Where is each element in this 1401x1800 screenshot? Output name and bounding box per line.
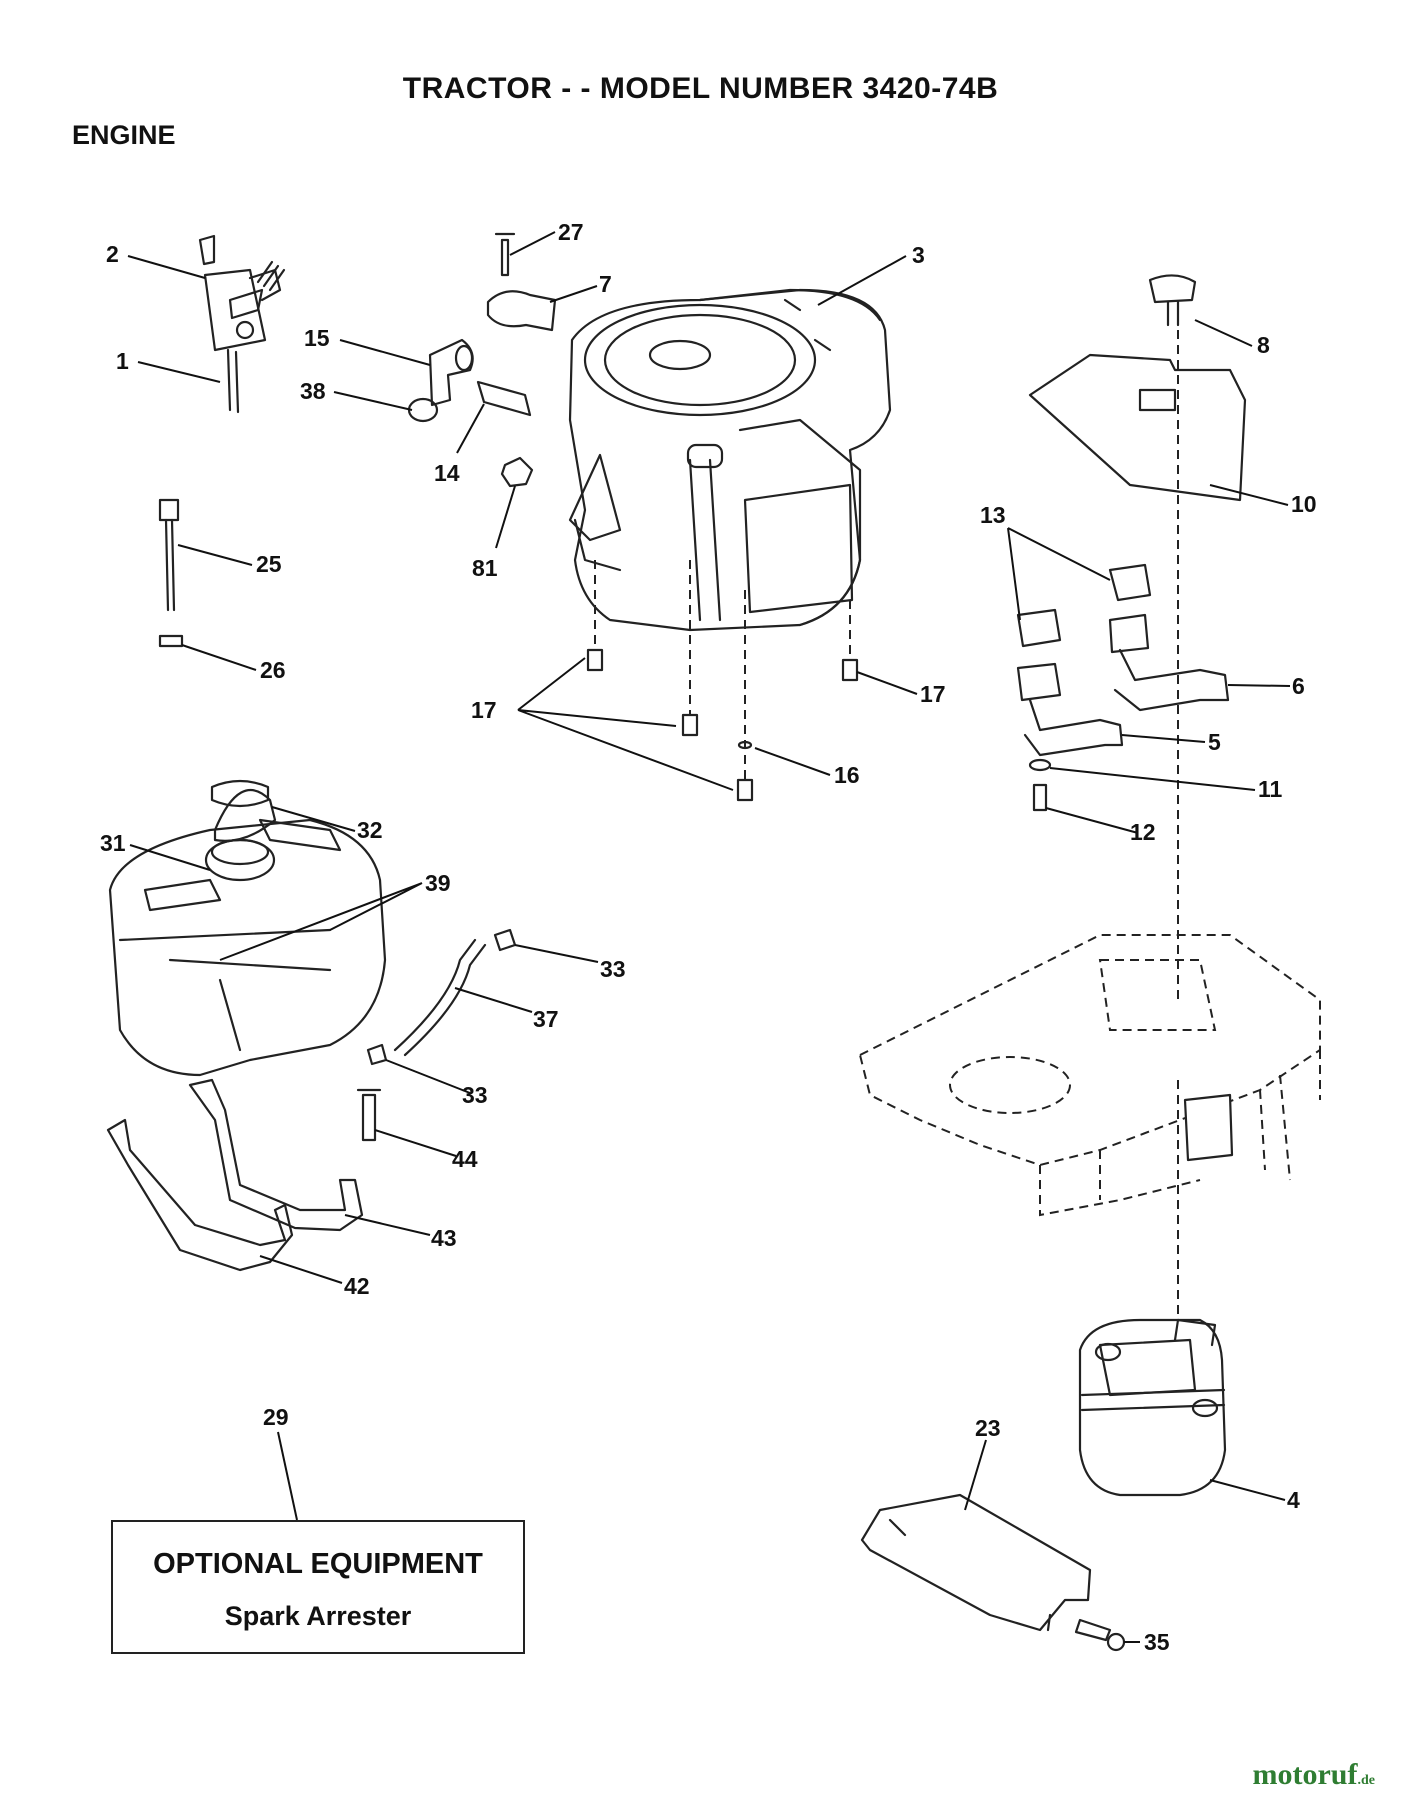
callout-33-bottom: 33 [462, 1082, 488, 1108]
leader-lines [127, 231, 1291, 1643]
callout-25: 25 [256, 551, 282, 577]
callout-5: 5 [1208, 729, 1221, 755]
callout-32: 32 [357, 817, 383, 843]
callout-numbers: 2 1 27 7 3 8 15 38 14 81 25 26 13 10 6 1… [100, 219, 1317, 1655]
callout-8: 8 [1257, 332, 1270, 358]
fuel-tank [108, 779, 517, 1077]
optional-equipment-box: OPTIONAL EQUIPMENT Spark Arrester [111, 1520, 525, 1654]
watermark-logo: motoruf.de [1253, 1758, 1375, 1792]
callout-43: 43 [431, 1225, 457, 1251]
optional-equipment-heading: OPTIONAL EQUIPMENT [153, 1548, 483, 1580]
watermark-brand: motoruf [1252, 1758, 1358, 1791]
callout-15: 15 [304, 325, 330, 351]
page-title: TRACTOR - - MODEL NUMBER 3420-74B [402, 72, 999, 105]
mounting-bolts [586, 560, 859, 802]
callout-33-top: 33 [600, 956, 626, 982]
callout-31: 31 [100, 830, 126, 856]
callout-12: 12 [1130, 819, 1156, 845]
callout-23: 23 [975, 1415, 1001, 1441]
callout-10: 10 [1291, 491, 1317, 517]
callout-26: 26 [260, 657, 286, 683]
callout-14: 14 [434, 460, 460, 486]
callout-17-right: 17 [920, 681, 946, 707]
callout-16: 16 [834, 762, 860, 788]
callout-17-left: 17 [471, 697, 497, 723]
tank-straps [106, 1078, 382, 1272]
engine [568, 288, 892, 632]
muffler [860, 1318, 1227, 1652]
heat-shield [1028, 274, 1247, 1320]
callout-1: 1 [116, 348, 129, 374]
fuel-fittings [407, 232, 557, 488]
callout-2: 2 [106, 241, 119, 267]
optional-equipment-item: Spark Arrester [224, 1601, 412, 1631]
callout-38: 38 [300, 378, 326, 404]
callout-39: 39 [425, 870, 451, 896]
exhaust-pipes [1016, 563, 1230, 812]
section-heading: ENGINE [72, 120, 176, 150]
callout-27: 27 [558, 219, 584, 245]
dipstick [158, 498, 184, 648]
callout-11: 11 [1258, 776, 1283, 802]
callout-35: 35 [1144, 1629, 1170, 1655]
callout-4: 4 [1287, 1487, 1300, 1513]
callout-3: 3 [912, 242, 925, 268]
callout-37: 37 [533, 1006, 559, 1032]
tractor-frame [858, 934, 1321, 1217]
throttle-control [198, 234, 286, 414]
callout-7: 7 [599, 271, 612, 297]
watermark-suffix: .de [1357, 1773, 1376, 1788]
callout-13: 13 [980, 502, 1006, 528]
callout-44: 44 [452, 1146, 478, 1172]
callout-81: 81 [472, 555, 498, 581]
callout-6: 6 [1292, 673, 1305, 699]
callout-42: 42 [344, 1273, 370, 1299]
callout-29: 29 [263, 1404, 289, 1430]
